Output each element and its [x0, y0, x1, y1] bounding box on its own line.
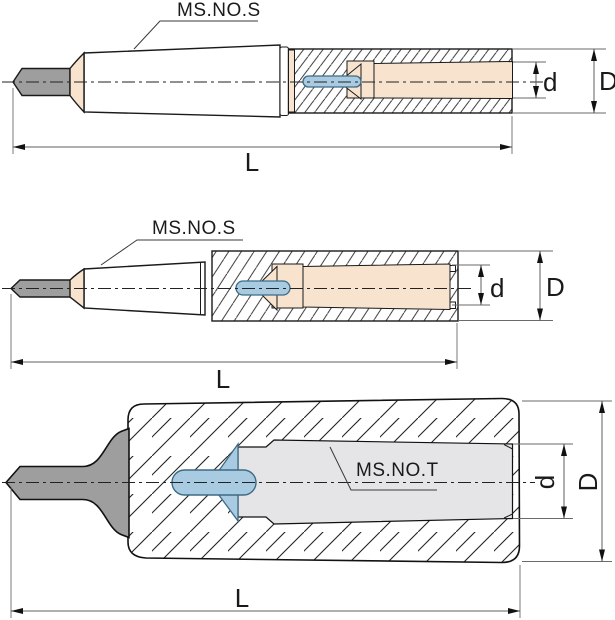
label-leader-line [133, 20, 258, 50]
mouth-chamfer [503, 444, 513, 450]
bore-mouth-ring [288, 49, 295, 113]
dimension-inner-diameter: d [513, 443, 573, 519]
dimension-inner-diameter: d [513, 61, 557, 99]
dimension-length: L [10, 488, 521, 618]
dimension-outer-diameter: D [458, 250, 565, 321]
dim-d-label: d [490, 273, 504, 303]
part-label-text: MS.NO.T [356, 460, 439, 481]
part-label-top: MS.NO.S [133, 0, 261, 50]
dimension-length: L [12, 88, 513, 177]
dim-D-label: D [573, 473, 603, 492]
mouth-chamfer [449, 265, 456, 272]
dimension-outer-diameter: D [522, 400, 612, 562]
dim-d-label: d [530, 475, 560, 489]
part-label-bottom: MS.NO.T [329, 446, 439, 491]
part-label-middle: MS.NO.S [100, 218, 243, 266]
drawing-top-sleeve: d D L MS.NO.S [2, 0, 615, 177]
label-leader-line [100, 239, 243, 266]
dim-d-label: d [543, 67, 557, 97]
dimension-inner-diameter: d [452, 264, 504, 306]
dimension-outer-diameter: D [512, 48, 615, 114]
drawing-bottom-socket: MS.NO.T d D L [2, 397, 612, 618]
dim-D-label: D [546, 272, 565, 302]
taper-bore [237, 439, 514, 525]
dimension-length: L [10, 294, 458, 394]
drawing-middle-sleeve: d D L MS.NO.S [2, 218, 565, 394]
part-label-text: MS.NO.S [152, 218, 236, 239]
dim-L-label: L [245, 147, 259, 177]
taper-shank-body [83, 44, 281, 118]
taper-collar [279, 46, 289, 116]
dim-L-label: L [235, 583, 249, 613]
taper-bore [302, 263, 451, 311]
part-label-text: MS.NO.S [177, 0, 261, 21]
dim-D-label: D [599, 66, 615, 96]
taper-bore [373, 60, 513, 100]
mouth-chamfer [503, 513, 513, 519]
label-leader-line [329, 446, 437, 491]
dim-L-label: L [216, 364, 230, 394]
